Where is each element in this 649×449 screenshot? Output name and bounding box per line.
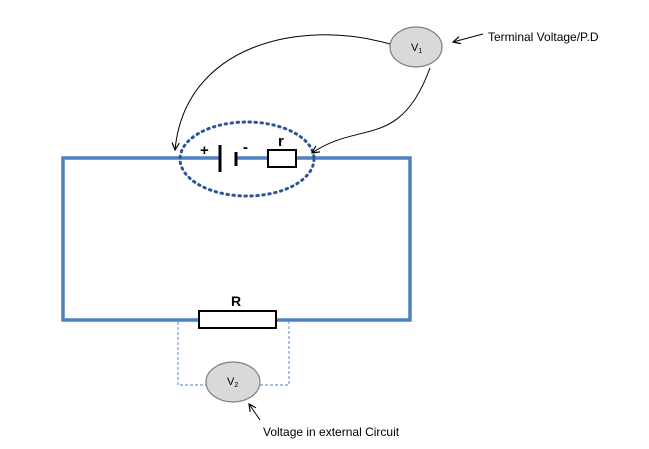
voltmeter-v2-label: V2: [227, 376, 238, 389]
cell-dotted-boundary: [178, 120, 316, 198]
v2-dashed-leads: [177, 322, 290, 386]
internal-resistance: [267, 149, 297, 168]
terminal-voltage-pointer: [453, 33, 484, 42]
voltmeter-v2: [205, 361, 261, 403]
voltmeter-v1-label: V1: [411, 42, 422, 55]
external-voltage-pointer: [249, 404, 261, 421]
internal-resistance-label: r: [278, 133, 284, 150]
battery-gap: [221, 152, 235, 164]
terminal-voltage-text: Terminal Voltage/P.D: [488, 30, 599, 44]
v1-lead-left: [175, 34, 391, 150]
external-voltage-text: Voltage in external Circuit: [263, 425, 400, 439]
v1-lead-right: [312, 67, 431, 153]
voltmeter-v1: [389, 26, 443, 68]
external-resistor-label: R: [231, 293, 241, 309]
plus-sign: +: [200, 142, 209, 159]
external-resistor: [198, 310, 277, 329]
minus-sign: -: [243, 139, 248, 156]
